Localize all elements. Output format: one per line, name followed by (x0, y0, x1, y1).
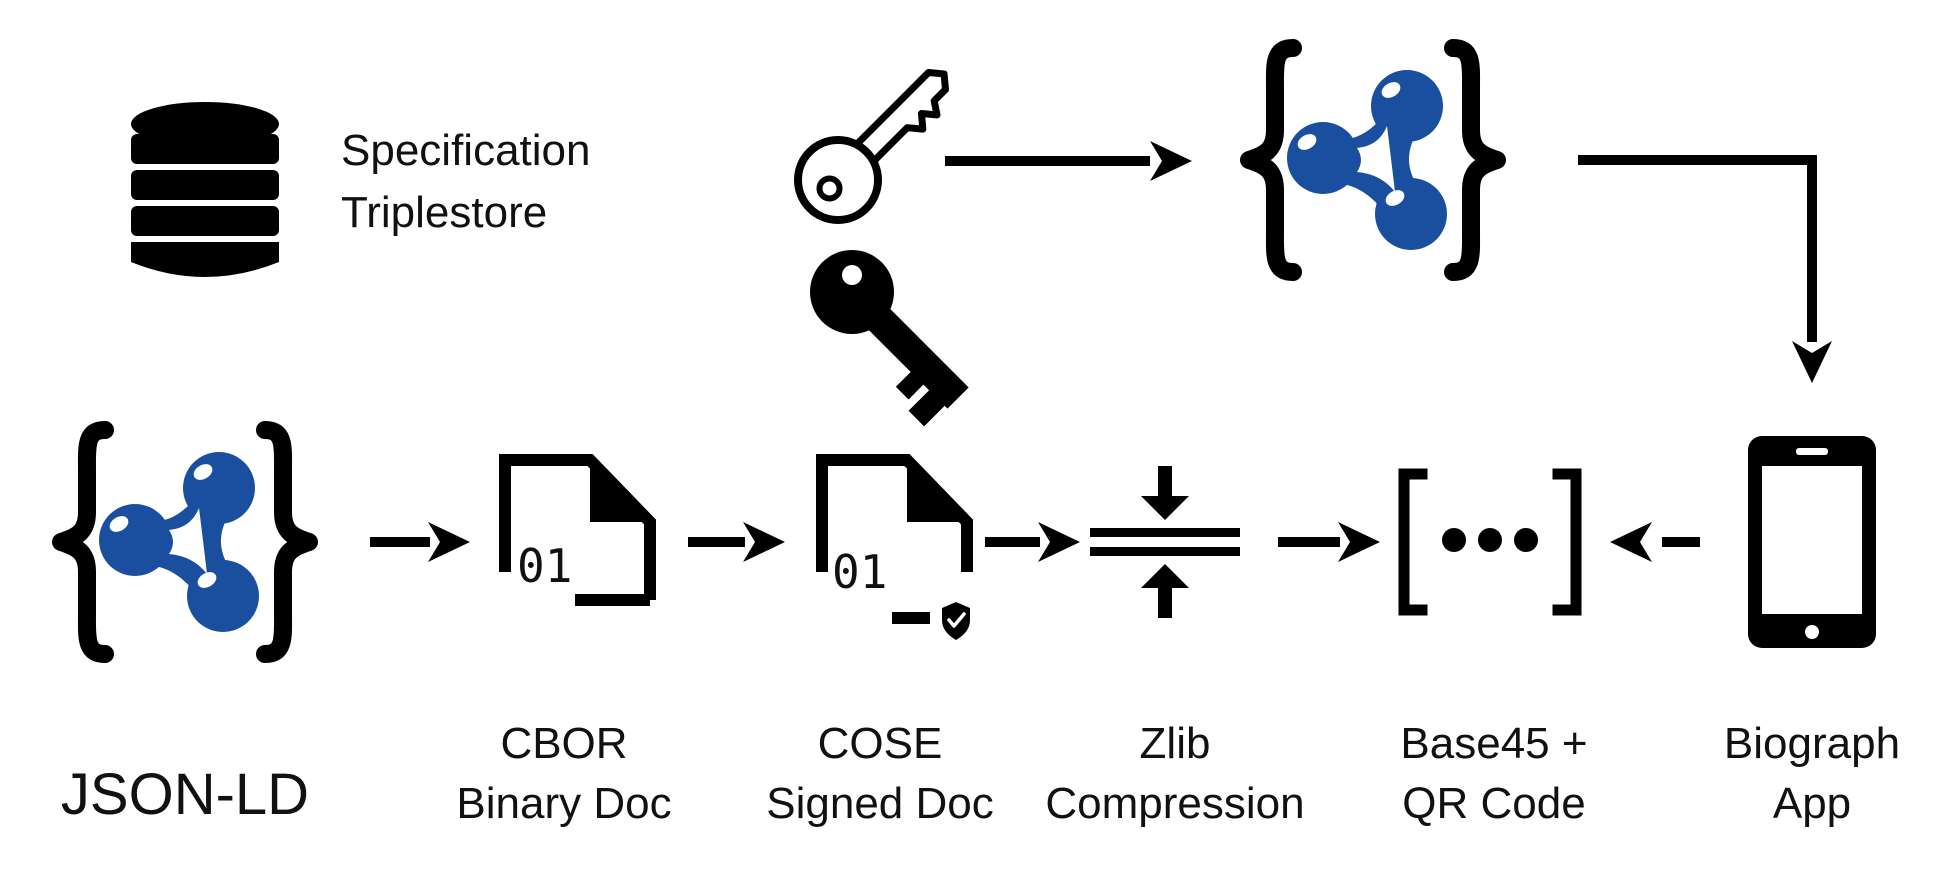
smartphone-icon (1748, 436, 1876, 648)
triplestore-label-line1: Specification (341, 126, 590, 175)
stage-label-cose-line1: COSE (818, 719, 943, 768)
stage-label-cbor-line1: CBOR (500, 719, 627, 768)
arrow-app-to-base45 (1610, 522, 1700, 562)
arrow-cbor-to-cose (688, 522, 785, 562)
signed-document-icon: 01 (816, 454, 973, 640)
bracket-ellipsis-icon (1398, 468, 1582, 616)
stage-label-app-line2: App (1773, 779, 1851, 828)
triplestore-label-line2: Triplestore (341, 188, 547, 237)
key-solid-icon (810, 250, 969, 427)
database-icon (131, 102, 279, 277)
signed-doc-text: 01 (832, 545, 887, 599)
compression-icon (1090, 466, 1240, 618)
stage-label-app-line1: Biograph (1724, 719, 1900, 768)
stage-label-zlib-line1: Zlib (1140, 719, 1211, 768)
stage-label-zlib-line2: Compression (1045, 779, 1304, 828)
shield-check-icon (942, 602, 970, 640)
stage-label-cose-line2: Signed Doc (766, 779, 993, 828)
json-ld-icon-top (1249, 48, 1497, 272)
arrow-zlib-to-base45 (1278, 522, 1380, 562)
arrow-jsonld-to-app (1578, 155, 1832, 383)
stage-label-base45-line1: Base45 + (1400, 719, 1587, 768)
stage-label-base45-line2: QR Code (1402, 779, 1585, 828)
stage-label-cbor-line2: Binary Doc (456, 779, 671, 828)
binary-doc-text: 01 (517, 539, 572, 593)
key-outline-icon (794, 69, 949, 224)
arrow-jsonld-to-cbor (370, 522, 470, 562)
json-ld-icon (61, 430, 309, 654)
arrow-cose-to-zlib (985, 522, 1080, 562)
arrow-key-to-jsonld (945, 141, 1192, 181)
binary-document-icon: 01 (505, 460, 650, 606)
stage-label-jsonld: JSON-LD (61, 762, 309, 827)
